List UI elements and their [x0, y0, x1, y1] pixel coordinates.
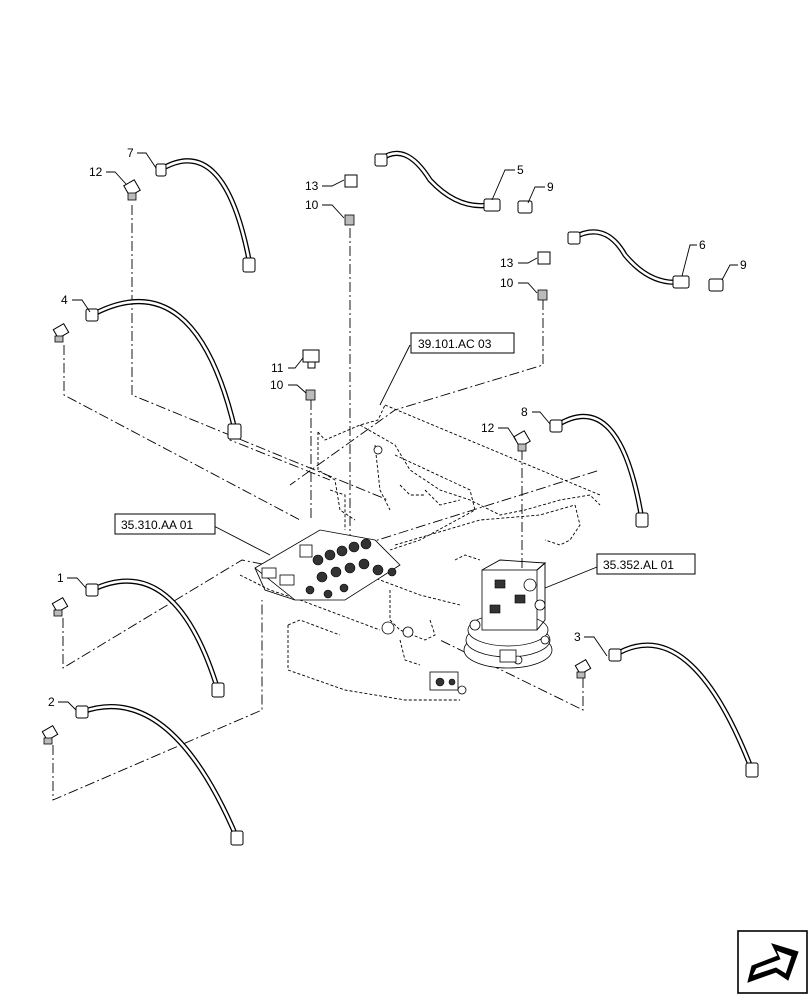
- callout-6: 6: [699, 238, 706, 252]
- callout-10-mid: 10: [270, 378, 284, 392]
- callout-11: 11: [271, 361, 284, 375]
- callout-13-top: 13: [305, 179, 319, 193]
- callout-10-right: 10: [500, 276, 514, 290]
- hose-5: [374, 150, 501, 212]
- callout-9-top: 9: [547, 180, 554, 194]
- hose-6: [567, 229, 690, 289]
- callout-3: 3: [574, 630, 581, 644]
- reference-boxes: 39.101.AC 03 35.310.AA 01 35.352.AL 01: [114, 332, 696, 575]
- callout-9-right: 9: [740, 258, 747, 272]
- elbow-fittings: [41, 174, 724, 745]
- next-page-arrow-icon[interactable]: [737, 930, 808, 994]
- hose-8: [549, 413, 649, 528]
- reference-top: 39.101.AC 03: [418, 337, 492, 351]
- leader-lines: [58, 152, 738, 711]
- callout-5: 5: [517, 163, 524, 177]
- callout-8: 8: [521, 405, 528, 419]
- callout-13-right: 13: [500, 256, 514, 270]
- callout-10-top: 10: [305, 198, 319, 212]
- reference-left: 35.310.AA 01: [121, 518, 193, 532]
- small-valve-block: [373, 445, 467, 695]
- callout-labels: 1 2 3 4 5 6 7 8 9 9 10 10 10 11 12 12 13…: [48, 146, 747, 709]
- callout-7: 7: [127, 146, 134, 160]
- callout-1: 1: [57, 571, 64, 585]
- callout-12-top: 12: [89, 165, 103, 179]
- callout-2: 2: [48, 695, 55, 709]
- hose-3: [608, 642, 759, 778]
- hose-4: [85, 298, 242, 440]
- callout-12-right: 12: [481, 421, 495, 435]
- callout-4: 4: [61, 293, 68, 307]
- reference-right: 35.352.AL 01: [603, 558, 674, 572]
- control-valve-assembly: [254, 529, 401, 601]
- hose-2: [75, 704, 244, 846]
- swing-motor-assembly: [463, 559, 553, 669]
- hose-1: [85, 578, 225, 698]
- hose-7: [155, 158, 256, 273]
